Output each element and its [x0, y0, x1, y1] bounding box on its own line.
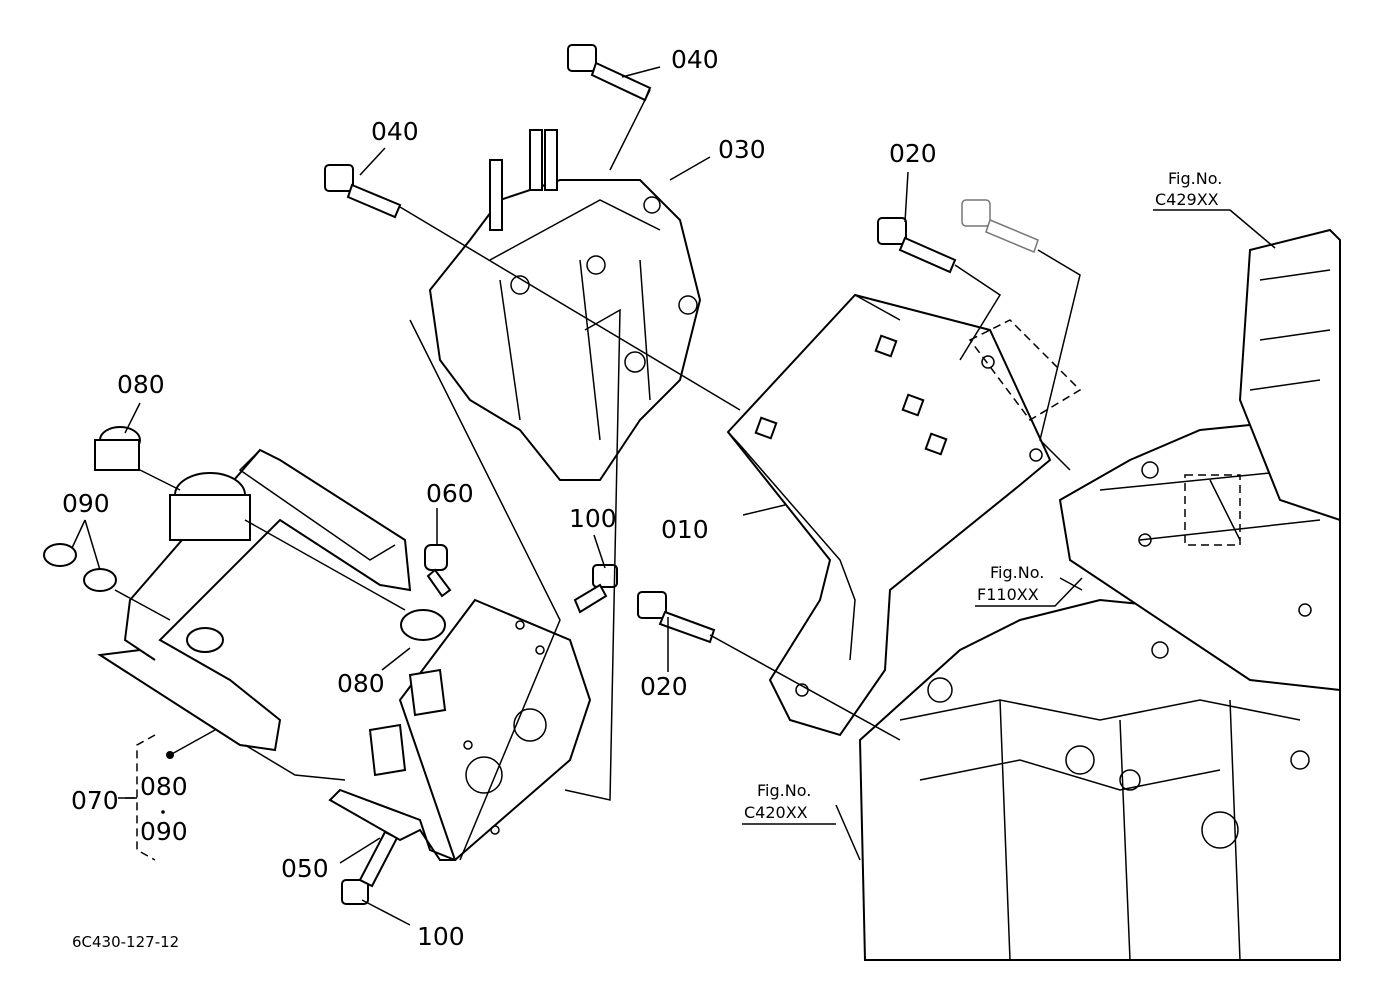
callout-020-bottom: 020 — [640, 672, 688, 701]
figure-ref-code: F110XX — [977, 585, 1039, 604]
screw-100-mid — [573, 564, 618, 614]
callout-070-090: 090 — [140, 817, 188, 846]
bolt-040-top — [567, 44, 652, 102]
callout-070-080: 080 — [140, 772, 188, 801]
lever-assembly-070 — [43, 426, 446, 752]
figure-ref-title: Fig.No. — [990, 563, 1044, 582]
figure-ref-f110xx: Fig.No. F110XX — [975, 563, 1083, 607]
figure-ref-code: C429XX — [1155, 190, 1219, 209]
callout-050: 050 — [281, 854, 329, 883]
bracket-010 — [726, 293, 1052, 737]
callout-080-upper: 080 — [117, 370, 165, 399]
callout-020-top: 020 — [889, 139, 937, 168]
transmission-housing — [858, 228, 1341, 961]
callout-040-top: 040 — [671, 45, 719, 74]
callout-080-lower: 080 — [337, 669, 385, 698]
callout-090: 090 — [62, 489, 110, 518]
callout-040-left: 040 — [371, 117, 419, 146]
callout-010: 010 — [661, 515, 709, 544]
plate-050 — [328, 598, 592, 862]
callout-100-bottom: 100 — [417, 922, 465, 951]
figure-ref-c420xx: Fig.No. C420XX — [742, 781, 836, 825]
figure-ref-code: C420XX — [744, 803, 808, 822]
callout-070: 070 — [71, 786, 119, 815]
bolt-040-left — [324, 164, 402, 219]
callout-leaders — [71, 66, 1276, 926]
bolt-020-bottom — [637, 591, 716, 644]
fitting-060 — [424, 544, 452, 598]
figure-ref-c429xx: Fig.No. C429XX — [1153, 169, 1230, 211]
callout-030: 030 — [718, 135, 766, 164]
valve-030 — [428, 129, 702, 481]
assembly-lines — [114, 89, 1082, 861]
callout-100-mid: 100 — [569, 504, 617, 533]
bolt-020-ghost — [961, 199, 1039, 254]
figure-ref-title: Fig.No. — [1168, 169, 1222, 188]
drawing-code: 6C430-127-12 — [72, 933, 179, 951]
figure-ref-title: Fig.No. — [757, 781, 811, 800]
screw-100-bottom — [341, 830, 399, 905]
callout-060: 060 — [426, 479, 474, 508]
bolt-020-top — [877, 217, 957, 274]
